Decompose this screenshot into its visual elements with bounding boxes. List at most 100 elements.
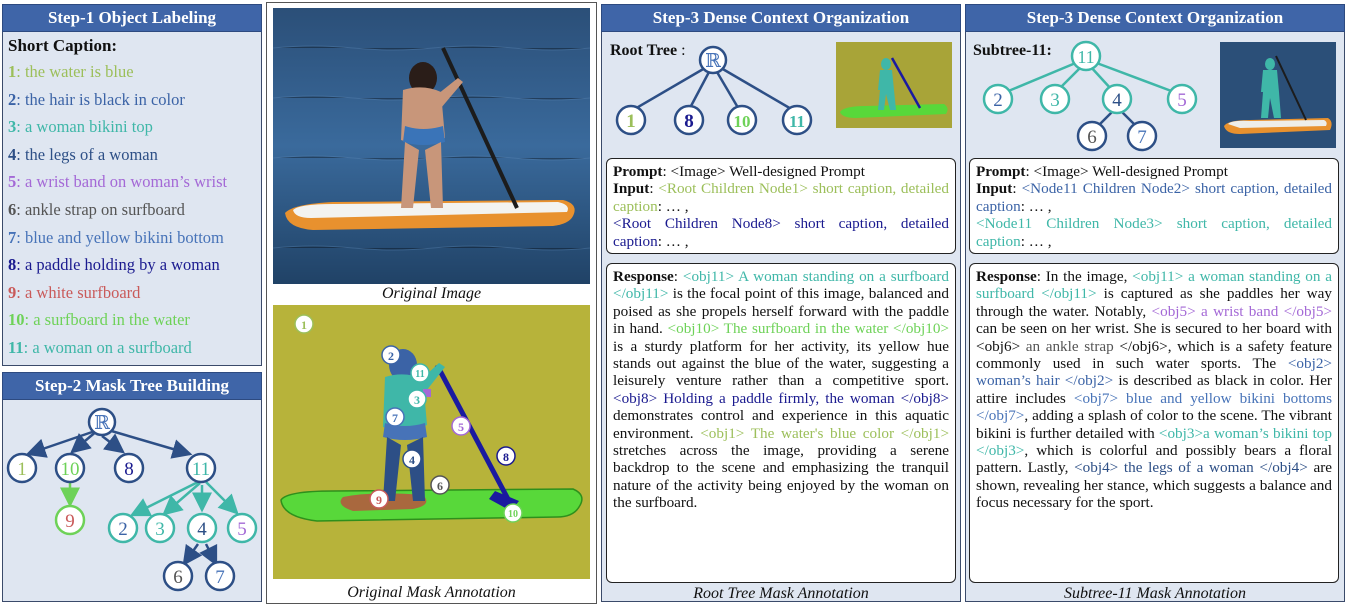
root-input-node1: <Root Children Node1> short caption, det… (613, 180, 949, 215)
tree-node-5: 5 (226, 512, 258, 544)
mask-label-10: 10 (503, 503, 523, 523)
subtree-response-obj6-close: </obj6> (1119, 337, 1168, 355)
subtree-panel-header: Step-3 Dense Context Organization (965, 4, 1345, 32)
tree-root-node: ℝ (87, 407, 117, 437)
root-tree-node-8: 8 (673, 104, 705, 136)
caption-item-text: a wrist band on woman’s wrist (20, 172, 228, 192)
svg-text:8: 8 (124, 459, 134, 480)
caption-item-text: a woman on a surfboard (28, 337, 192, 357)
mask-tree-diagram: ℝ 1 10 8 11 9 2 3 4 5 6 7 (6, 407, 258, 592)
subtree-node-4: 4 (1101, 83, 1133, 115)
tree-node-4: 4 (186, 512, 218, 544)
mask-annotation-caption: Original Mask Annotation (347, 584, 516, 601)
svg-text:9: 9 (65, 511, 75, 532)
svg-text:ℝ: ℝ (94, 413, 110, 434)
svg-text:11: 11 (789, 112, 805, 131)
caption-item-number: 3 (8, 117, 17, 137)
tree-node-8: 8 (113, 452, 145, 484)
subtree-input-rest1: : … , (1020, 197, 1052, 215)
caption-item-number: 1 (8, 62, 17, 81)
root-tree-label-text: Root Tree (610, 42, 678, 59)
svg-text:4: 4 (1112, 90, 1122, 111)
svg-text:11: 11 (1077, 47, 1094, 67)
tree-node-9: 9 (54, 504, 86, 536)
caption-item-4: 4: the legs of a woman (8, 145, 260, 173)
svg-text:10: 10 (734, 112, 751, 131)
root-panel-caption: Root Tree Mask Annotation (693, 585, 869, 602)
caption-item-text: a surfboard in the water (29, 310, 190, 330)
caption-item-7: 7: blue and yellow bikini bottom (8, 228, 260, 256)
mask-label-7: 7 (385, 407, 405, 427)
subtree-prompt-text: : <Image> Well-designed Prompt (1025, 163, 1228, 180)
svg-text:8: 8 (503, 450, 509, 464)
tree-node-7: 7 (204, 560, 236, 592)
svg-text:6: 6 (173, 567, 183, 588)
subtree-prompt-label: Prompt (976, 163, 1026, 180)
original-image-caption: Original Image (381, 285, 482, 302)
svg-text:4: 4 (409, 453, 415, 467)
caption-item-2: 2: the hair is black in color (8, 90, 260, 118)
mask-label-3: 3 (407, 389, 427, 409)
subtree-input-rest2: : … , (1020, 232, 1052, 250)
svg-text:10: 10 (61, 459, 80, 480)
subtree-response-colon: : (1036, 268, 1046, 285)
caption-item-separator: : (16, 144, 21, 164)
caption-item-number: 10 (8, 310, 25, 330)
root-panel-header: Step-3 Dense Context Organization (601, 4, 961, 32)
root-input-label: Input (613, 180, 650, 198)
svg-text:4: 4 (197, 519, 207, 540)
caption-item-separator: : (23, 337, 29, 357)
caption-item-number: 9 (8, 282, 17, 302)
subtree-response-obj6-open: <obj6> (976, 337, 1021, 355)
subtree-response-obj2: <obj2> woman’s hair </obj2> (976, 355, 1332, 390)
svg-text:8: 8 (684, 111, 694, 132)
root-tree-node-1: 1 (615, 104, 647, 136)
root-response-text-2: is a sturdy platform for her activity, i… (613, 337, 949, 390)
root-response-colon: : (673, 268, 683, 285)
caption-item-separator: : (16, 227, 21, 247)
root-input-colon: : (649, 180, 654, 198)
caption-item-separator: : (16, 255, 21, 275)
svg-text:5: 5 (458, 420, 464, 434)
caption-item-number: 11 (8, 337, 24, 357)
subtree-prompt-box: Prompt: <Image> Well-designed Prompt Inp… (969, 158, 1339, 254)
caption-item-separator: : (16, 199, 21, 219)
root-prompt-box: Prompt: <Image> Well-designed Prompt Inp… (606, 158, 956, 254)
svg-text:10: 10 (508, 509, 518, 520)
caption-item-11: 11: a woman on a surfboard (8, 338, 260, 366)
root-thumbnail (836, 42, 952, 128)
mask-label-2: 2 (381, 345, 401, 365)
caption-item-text: a white surfboard (20, 282, 141, 302)
root-response-text-1: is the focal point of this image, balanc… (613, 285, 949, 338)
subtree-response-obj11: <obj11> a woman standing on a surfboard … (976, 268, 1332, 303)
subtree-response-box: Response: In the image, <obj11> a woman … (969, 263, 1339, 583)
caption-item-number: 6 (8, 199, 17, 219)
caption-item-separator: : (16, 89, 21, 109)
svg-text:1: 1 (17, 459, 27, 480)
root-input-rest1: : … , (657, 197, 689, 215)
svg-text:2: 2 (388, 349, 394, 363)
subtree-response-text-1: In the image, (1045, 268, 1133, 285)
caption-item-3: 3: a woman bikini top (8, 117, 260, 145)
root-tree-node-10: 10 (726, 104, 758, 136)
caption-item-6: 6: ankle strap on surfboard (8, 200, 260, 228)
caption-item-number: 8 (8, 255, 17, 275)
mask-label-1: 1 (294, 314, 314, 334)
mask-label-5: 5 (451, 416, 471, 436)
caption-item-separator: : (24, 310, 30, 330)
root-tree-label: Root Tree : (610, 42, 686, 60)
root-response-text-4: stretches across the image, providing a … (613, 442, 949, 512)
subtree-input-node3: <Node11 Children Node3> short caption, d… (976, 215, 1332, 250)
svg-text:5: 5 (1177, 90, 1187, 111)
subtree-response-text-3: can be seen on her wrist. She is secured… (976, 320, 1332, 338)
subtree-node-5: 5 (1166, 83, 1198, 115)
subtree-panel-caption: Subtree-11 Mask Annotation (1064, 585, 1246, 602)
svg-text:6: 6 (437, 479, 443, 493)
root-tree-node-11: 11 (781, 104, 813, 136)
mask-label-9: 9 (369, 489, 389, 509)
root-response-label: Response (613, 268, 674, 285)
mask-label-8: 8 (496, 446, 516, 466)
subtree-node-11: 11 (1070, 40, 1102, 72)
original-image (273, 8, 590, 284)
